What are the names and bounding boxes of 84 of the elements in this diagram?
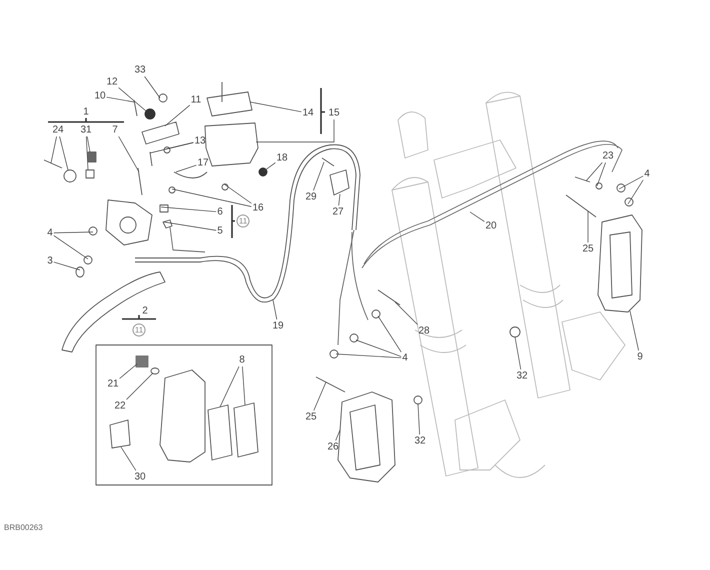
leader-line	[172, 188, 252, 207]
callout-number: 33	[134, 64, 146, 76]
callout-number: 1	[83, 106, 89, 118]
leader-line	[313, 382, 326, 411]
callout-number: 17	[197, 158, 209, 168]
callout-number: 19	[272, 320, 284, 332]
callout-number: 31	[80, 124, 92, 136]
leader-line	[630, 310, 639, 351]
leader-line	[106, 96, 134, 102]
callout-number: 12	[106, 76, 118, 88]
leader-line	[336, 354, 402, 358]
leader-line	[418, 404, 420, 435]
callout-number: 16	[252, 202, 264, 214]
drawing-code: BRB00263	[4, 523, 43, 532]
leader-line	[126, 372, 154, 400]
leader-line	[176, 164, 197, 172]
callout-number: 14	[302, 108, 314, 118]
callout-number: 8	[239, 354, 245, 366]
callout-number: 10	[94, 90, 106, 102]
callout-number: 11	[190, 94, 202, 106]
callout-number: 4	[47, 228, 53, 238]
leader-line	[220, 366, 240, 408]
callout-number: 26	[327, 442, 339, 452]
callout-number: 24	[52, 124, 64, 136]
callout-number: 32	[414, 436, 426, 446]
leader-line	[250, 102, 302, 112]
callout-number: 5	[217, 226, 223, 236]
callout-number: 20	[485, 220, 497, 232]
callout-number: 25	[582, 244, 594, 254]
callout-number: 27	[332, 206, 344, 218]
reference-mark: 11	[132, 324, 146, 336]
leader-line	[144, 76, 160, 98]
leader-line	[118, 87, 146, 112]
leader-line	[272, 300, 278, 320]
callout-number: 23	[602, 150, 614, 162]
leader-line	[313, 162, 324, 191]
leader-line	[166, 142, 194, 150]
leader-line	[53, 235, 88, 260]
leader-line	[120, 446, 136, 471]
leader-line	[470, 212, 485, 222]
leader-line	[150, 142, 194, 154]
callout-number: 21	[107, 378, 119, 390]
leader-line	[514, 336, 522, 370]
leader-line	[338, 194, 340, 206]
leader-line	[586, 162, 603, 182]
callout-number: 4	[644, 168, 650, 180]
callout-number: 25	[305, 412, 317, 422]
leader-line	[264, 162, 276, 172]
leader-line	[224, 184, 252, 204]
leader-line	[86, 136, 88, 170]
leader-line	[394, 302, 418, 325]
leader-line	[628, 180, 644, 204]
leader-line	[596, 162, 606, 186]
leader-line	[86, 136, 90, 152]
reference-mark: 11	[236, 214, 250, 228]
leader-line	[256, 119, 334, 142]
callout-number: 9	[637, 352, 643, 362]
callout-number: 7	[112, 124, 118, 136]
leader-line	[164, 222, 217, 231]
leader-line	[335, 430, 340, 441]
callout-number: 3	[47, 256, 53, 266]
callout-number: 6	[217, 206, 223, 218]
leader-line	[50, 136, 57, 164]
leader-line	[164, 104, 190, 126]
leader-line	[160, 206, 217, 212]
leader-line	[618, 176, 644, 190]
leader-line	[53, 232, 94, 234]
leader-line	[59, 136, 68, 170]
callout-number: 29	[305, 192, 317, 202]
leader-line	[118, 136, 140, 172]
callout-number: 4	[402, 352, 408, 364]
callout-number: 32	[516, 370, 528, 382]
callout-number: 18	[276, 152, 288, 164]
callout-number: 30	[134, 472, 146, 482]
callout-number: 15	[328, 108, 340, 118]
leader-line	[356, 340, 402, 357]
leader-line	[378, 316, 402, 352]
callout-number: 2	[142, 306, 148, 316]
leader-line	[119, 364, 138, 379]
callout-number: 13	[194, 136, 206, 146]
leader-line	[242, 366, 246, 406]
leader-line	[53, 262, 80, 270]
callout-number: 22	[114, 400, 126, 412]
callout-number: 28	[418, 326, 430, 336]
